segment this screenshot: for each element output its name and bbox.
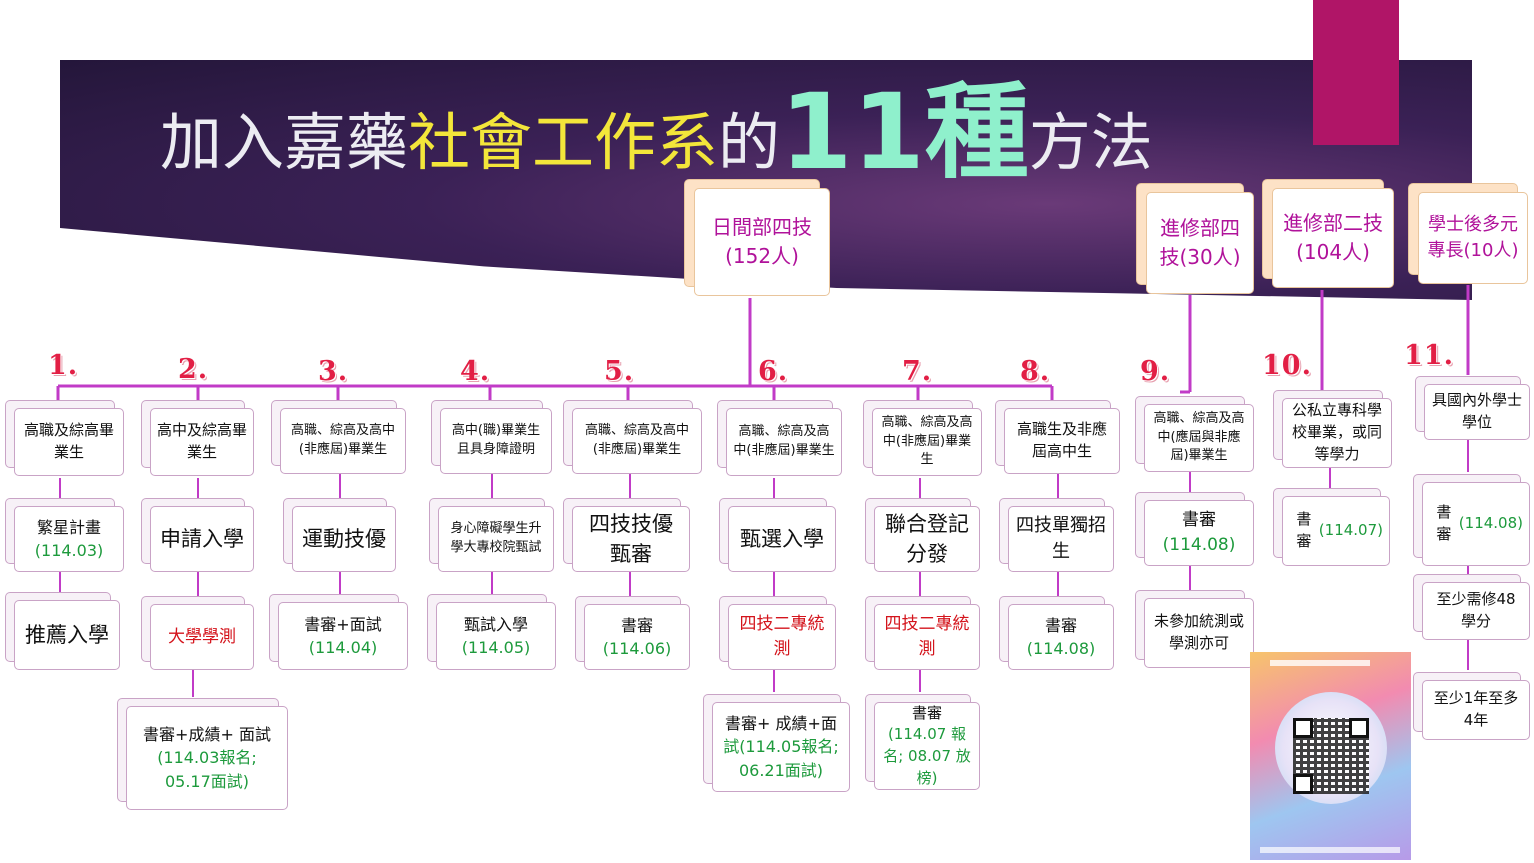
method-name: 四技技優甄審 xyxy=(572,506,690,572)
method-name: 申請入學 xyxy=(150,506,254,572)
method-number-11: 11. xyxy=(1404,340,1454,371)
method-name: 四技單獨招生 xyxy=(1008,506,1114,572)
method-name: 書審 xyxy=(1182,510,1216,531)
method-number-9: 9. xyxy=(1140,356,1171,387)
detail-text: 書審 xyxy=(911,703,942,722)
method-name: 甄選入學 xyxy=(728,506,836,572)
method-name: 運動技優 xyxy=(292,506,396,572)
eligibility-box: 高職、綜高及高中(非應屆)畢業生 xyxy=(726,408,842,476)
eligibility-box: 高職、綜高及高中(非應屆)畢業生 xyxy=(872,408,982,476)
detail-box: 書審+成績+ 面試 (114.03報名; 05.17面試) xyxy=(126,706,288,810)
header-night-4yr: 進修部四技(30人) xyxy=(1146,192,1254,294)
method-number-6: 6. xyxy=(758,356,789,387)
detail-box: 書審+ 成績+面 試(114.05報名; 06.21面試) xyxy=(712,702,850,792)
detail-date: (114.03報名; 05.17面試) xyxy=(157,748,257,791)
eligibility-box: 具國內外學士學位 xyxy=(1424,384,1530,440)
eligibility-box: 高職、綜高及高中(應屆與非應屆)畢業生 xyxy=(1144,404,1254,472)
step-text: 書審 xyxy=(1044,615,1077,635)
header-day-division: 日間部四技(152人) xyxy=(694,188,830,296)
title-part-1: 加入嘉藥 xyxy=(160,106,409,179)
method-number-5: 5. xyxy=(604,356,635,387)
method-name: 書審 xyxy=(1296,510,1312,550)
detail-date: 試(114.05報名; 06.21面試) xyxy=(723,737,839,780)
eligibility-box: 高職、綜高及高中(非應屆)畢業生 xyxy=(280,408,406,474)
step-box: 大學學測 xyxy=(150,604,254,670)
step-text: 書審+面試 xyxy=(304,614,382,634)
step-box: 書審 (114.08) xyxy=(1008,604,1114,670)
title-part-4: 11種 xyxy=(780,71,1029,193)
qr-finder-icon xyxy=(1293,718,1313,738)
poster-footer-bar xyxy=(1260,847,1400,853)
step-date: (114.08) xyxy=(1026,639,1096,658)
step-box: 書審+面試 (114.04) xyxy=(278,602,408,670)
method-box: 書審 (114.07) xyxy=(1282,496,1390,566)
title-part-2: 社會工作系 xyxy=(408,106,719,179)
page-title: 加入嘉藥 社會工作系 的 11種 方法 xyxy=(160,71,1153,193)
detail-text: 書審+ 成績+面 xyxy=(725,714,837,734)
eligibility-box: 高職及綜高畢業生 xyxy=(14,408,124,476)
method-number-10: 10. xyxy=(1262,350,1312,381)
method-number-1: 1. xyxy=(48,350,79,381)
accent-bar xyxy=(1313,0,1399,145)
method-date: (114.08) xyxy=(1162,535,1236,555)
eligibility-box: 高職、綜高及高中(非應屆)畢業生 xyxy=(572,408,702,474)
step-box: 推薦入學 xyxy=(14,600,120,670)
step-box: 甄試入學 (114.05) xyxy=(436,602,556,670)
method-number-3: 3. xyxy=(318,356,349,387)
qr-code-poster[interactable] xyxy=(1250,652,1411,860)
method-box: 繁星計畫 (114.03) xyxy=(14,506,124,572)
step-box: 四技二專統測 xyxy=(874,604,980,670)
step-box: 書審 (114.06) xyxy=(584,604,690,670)
step-box: 未參加統測或學測亦可 xyxy=(1144,598,1254,668)
method-date: (114.03) xyxy=(34,541,104,560)
step-text: 書審 xyxy=(620,615,653,635)
title-part-3: 的 xyxy=(718,106,781,179)
method-date: (114.07) xyxy=(1318,521,1383,540)
step-box: 四技二專統測 xyxy=(728,604,836,670)
method-box: 書審 (114.08) xyxy=(1144,500,1254,566)
qr-finder-icon xyxy=(1349,718,1369,738)
header-night-2yr: 進修部二技(104人) xyxy=(1272,188,1394,288)
poster-header-bar xyxy=(1270,660,1370,666)
step-date: (114.06) xyxy=(602,639,672,658)
method-number-7: 7. xyxy=(902,356,933,387)
detail-box: 書審 (114.07 報名; 08.07 放榜) xyxy=(874,702,980,790)
method-number-8: 8. xyxy=(1020,356,1051,387)
eligibility-box: 公私立專科學校畢業，或同等學力 xyxy=(1282,398,1392,468)
header-post-bachelor: 學士後多元專長(10人) xyxy=(1418,192,1528,284)
eligibility-box: 高中(職)畢業生且具身障證明 xyxy=(440,408,552,474)
method-name: 繁星計畫 xyxy=(36,517,101,537)
step-box: 至少需修48學分 xyxy=(1422,582,1530,640)
method-name: 聯合登記分發 xyxy=(874,506,980,572)
eligibility-box: 高中及綜高畢業生 xyxy=(150,408,254,476)
step-date: (114.04) xyxy=(308,638,378,657)
method-date: (114.08) xyxy=(1458,514,1523,533)
qr-finder-icon xyxy=(1293,774,1313,794)
method-number-4: 4. xyxy=(460,356,491,387)
step-box-2: 至少1年至多4年 xyxy=(1422,680,1530,740)
title-part-5: 方法 xyxy=(1028,106,1153,179)
step-text: 甄試入學 xyxy=(463,614,528,634)
method-box: 書審 (114.08) xyxy=(1422,482,1530,566)
detail-date: (114.07 報名; 08.07 放榜) xyxy=(883,725,971,787)
method-name: 書審 xyxy=(1436,503,1452,543)
eligibility-box: 高職生及非應屆高中生 xyxy=(1004,408,1120,474)
method-name: 身心障礙學生升學大專校院甄試 xyxy=(438,506,554,572)
detail-text: 書審+成績+ 面試 xyxy=(143,725,271,745)
method-number-2: 2. xyxy=(178,354,209,385)
step-date: (114.05) xyxy=(461,638,531,657)
